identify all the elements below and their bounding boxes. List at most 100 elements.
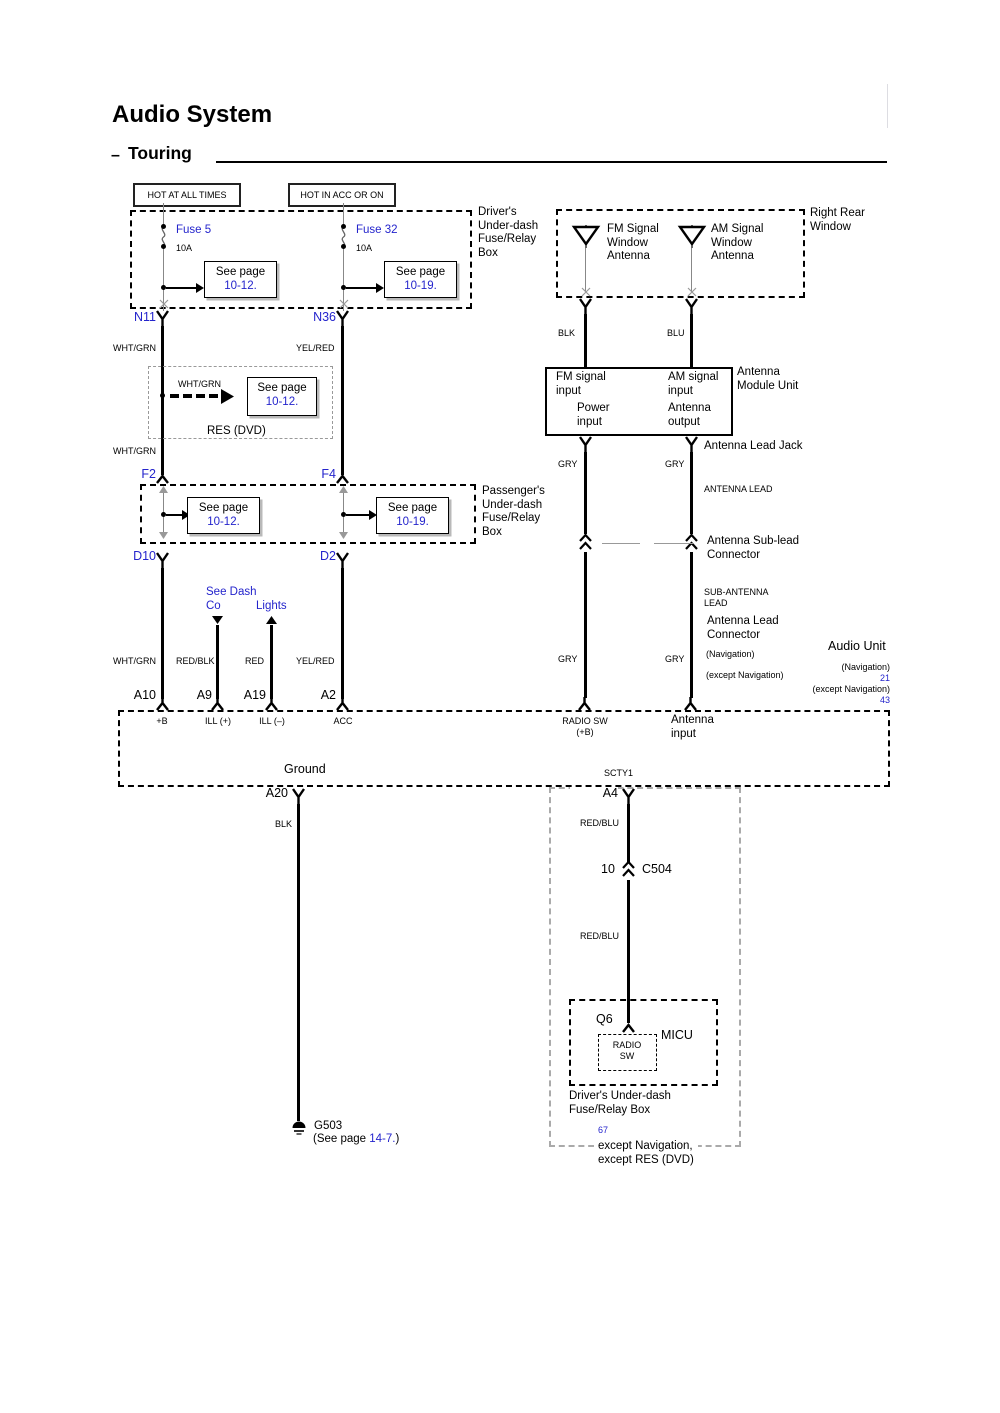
wire-color-label: RED/BLK <box>176 656 215 666</box>
driver-fuse-box-label: Driver's Under-dash Fuse/Relay Box <box>478 206 539 259</box>
right-rear-window-label: Right Rear Window <box>810 207 865 233</box>
wire-fuse5-bottom <box>163 247 164 311</box>
see-page-link[interactable]: 10-12. <box>265 396 299 408</box>
c504-connector-label: C504 <box>642 862 672 876</box>
connector-tie-line <box>654 543 694 544</box>
wire-color-label: WHT/GRN <box>178 379 221 389</box>
hot-in-acc-label: HOT IN ACC OR ON <box>300 190 384 200</box>
connector-y-icon <box>685 298 698 314</box>
audio-unit-label: Audio Unit <box>828 639 886 653</box>
dashed-arrow-seg <box>170 394 179 398</box>
page-edge-line <box>887 84 888 128</box>
arrowhead-icon <box>182 510 190 520</box>
wire-color-label: WHT/GRN <box>113 656 156 666</box>
fuse32-rating: 10A <box>356 243 373 253</box>
wire-d2-a2 <box>341 568 344 699</box>
fm-antenna-label: FM Signal Window Antenna <box>607 223 659 262</box>
inline-connector-icon <box>622 860 635 877</box>
variant-page-link[interactable]: 67 <box>598 1125 609 1135</box>
ground-symbol-icon <box>292 1121 306 1135</box>
lead-connector-nav-note: (Navigation) <box>706 649 755 659</box>
driver-fuse-box-label-2: Driver's Under-dash Fuse/Relay Box <box>569 1090 671 1117</box>
see-dash-note-line1[interactable]: See Dash <box>206 586 257 598</box>
terminal-d10: D10 <box>133 549 156 563</box>
connector-y-icon <box>685 436 698 452</box>
audio-unit-except-nav-page-link[interactable]: 43 <box>879 695 890 705</box>
antenna-module-unit-box <box>545 367 733 436</box>
see-page-text: See page <box>198 502 249 514</box>
connector-chevron-icon <box>622 1023 635 1033</box>
junction-dot <box>341 244 346 249</box>
fuse5-label: Fuse 5 <box>176 224 212 236</box>
terminal-f2: F2 <box>141 467 156 481</box>
connector-y-icon <box>622 788 635 804</box>
branch-line <box>346 514 370 516</box>
see-page-box-f2: See page 10-12. <box>187 497 260 534</box>
see-page-text: See page <box>395 266 446 278</box>
fuse32-label: Fuse 32 <box>356 224 398 236</box>
connector-y-icon <box>336 552 349 568</box>
junction-dot <box>160 393 165 398</box>
mini-arrow-down-icon <box>159 532 168 539</box>
junction-dot <box>161 285 166 290</box>
wire-am-antenna <box>691 248 692 292</box>
junction-dot <box>161 512 166 517</box>
power-source-hot-at-all-times: HOT AT ALL TIMES <box>133 183 241 207</box>
terminal-a20: A20 <box>265 786 288 800</box>
radio-sw-label: RADIO SW <box>612 1040 642 1061</box>
connector-y-icon <box>156 552 169 568</box>
page-title: Audio System <box>112 101 273 128</box>
see-page-link[interactable]: 14-7. <box>369 1133 396 1145</box>
arrowhead-icon <box>221 389 234 404</box>
pin-antenna-input: Antenna input <box>671 714 714 740</box>
wire-gry-upper-left <box>584 452 587 534</box>
antenna-lead-label: ANTENNA LEAD <box>704 484 773 494</box>
branch-line <box>166 514 183 516</box>
mini-arrow-down-icon <box>339 532 348 539</box>
wire-n11-f2 <box>161 326 164 475</box>
arrowhead-icon <box>376 283 384 293</box>
see-dash-note-line2a[interactable]: Co <box>206 600 221 612</box>
see-page-link[interactable]: 10-12. <box>224 280 257 292</box>
res-dvd-label: RES (DVD) <box>207 425 266 437</box>
wire-gry-lower-left <box>584 552 587 698</box>
see-dash-note-line2b[interactable]: Lights <box>256 600 287 612</box>
inline-connector-icon <box>579 533 592 550</box>
antenna-lead-jack-label: Antenna Lead Jack <box>704 440 803 452</box>
wire-fuse5-top <box>163 203 164 227</box>
mini-arrow-up-icon <box>159 486 168 493</box>
wire-ill-minus <box>270 625 273 699</box>
see-page-link[interactable]: 10-19. <box>404 280 437 292</box>
wire-gry-lower-right <box>690 552 693 698</box>
wire-color-label: BLK <box>275 819 293 829</box>
ground-id-label: G503 <box>314 1120 343 1132</box>
see-page-link[interactable]: 10-19. <box>396 516 429 528</box>
wire-n36-f4 <box>341 326 344 475</box>
terminal-a2: A2 <box>320 688 336 702</box>
wire-blu <box>690 314 693 367</box>
module-pin-power-input: Power input <box>577 402 610 428</box>
see-page-link[interactable]: 10-12. <box>207 516 240 528</box>
antenna-sublead-connector-label: Antenna Sub-lead Connector <box>707 535 800 561</box>
trim-rule <box>216 161 887 163</box>
crossing-x-icon <box>339 299 349 309</box>
am-antenna-label: AM Signal Window Antenna <box>711 223 764 262</box>
wire-gry-upper-right <box>690 452 693 534</box>
pin-plus-b: +B <box>156 716 168 726</box>
see-page-text: (See page <box>313 1133 370 1145</box>
right-rear-window-box <box>556 209 805 298</box>
see-page-text: See page <box>215 266 266 278</box>
wire-color-label: YEL/RED <box>296 656 335 666</box>
antenna-lead-connector-label: Antenna Lead Connector <box>707 615 779 641</box>
connector-y-down-icon <box>336 697 349 711</box>
junction-dot <box>341 224 346 229</box>
module-pin-antenna-output: Antenna output <box>668 402 711 428</box>
audio-unit-nav-page-link[interactable]: 21 <box>879 673 890 683</box>
module-pin-fm-input: FM signal input <box>556 371 606 397</box>
wire-color-label: YEL/RED <box>296 343 335 353</box>
c504-cavity-label: 10 <box>601 862 615 876</box>
terminal-a4: A4 <box>570 786 618 801</box>
wire-q6-entry <box>627 999 630 1023</box>
arrow-down-icon <box>212 616 223 624</box>
wire-color-label: GRY <box>665 654 685 664</box>
